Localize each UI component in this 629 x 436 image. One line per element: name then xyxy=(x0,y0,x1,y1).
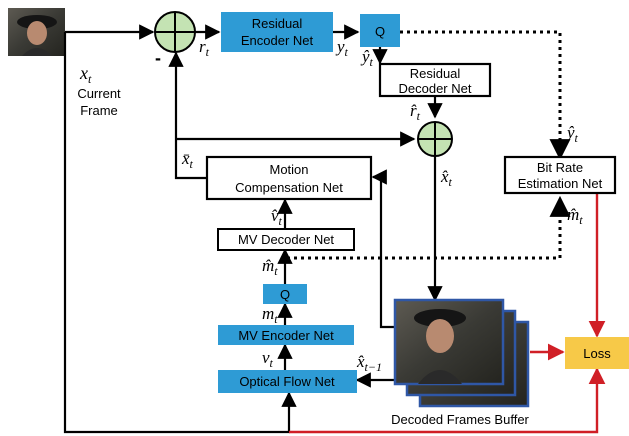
optical-flow-label: Optical Flow Net xyxy=(239,374,335,389)
residual-decoder-line1: Residual xyxy=(410,66,461,81)
loss-lines xyxy=(289,193,606,434)
current-frame-line1: Current xyxy=(77,86,121,101)
quantizer-top-label: Q xyxy=(375,24,385,39)
mv-decoder-block: MV Decoder Net xyxy=(217,228,355,251)
loss-label: Loss xyxy=(583,346,611,361)
line-xt-to-opticalflow xyxy=(63,32,297,434)
residual-decoder-line2: Decoder Net xyxy=(399,81,472,96)
label-r-hat-t: r̂t xyxy=(410,101,421,123)
residual-encoder-line2: Encoder Net xyxy=(241,33,314,48)
math-labels: xt Current Frame rt - yt ŷt r̂t x̄t x̂t … xyxy=(77,37,583,374)
mv-decoder-label: MV Decoder Net xyxy=(238,232,334,247)
label-v-hat-t: v̂t xyxy=(271,206,283,228)
label-x-hat-t: x̂t xyxy=(440,167,453,189)
label-v-t: vt xyxy=(262,348,274,370)
decoded-frames-buffer: Decoded Frames Buffer xyxy=(391,298,530,427)
line-xbar-to-plus1 xyxy=(168,51,207,180)
loss-block: Loss xyxy=(565,337,629,369)
line-buffer-to-motioncomp xyxy=(371,169,395,329)
bit-rate-estimation-block: Bit Rate Estimation Net xyxy=(503,155,617,195)
label-m-t: mt xyxy=(262,304,278,326)
residual-decoder-block: Residual Decoder Net xyxy=(378,62,492,98)
motion-compensation-block: Motion Compensation Net xyxy=(205,155,373,201)
motion-compensation-line2: Compensation Net xyxy=(235,180,343,195)
current-frame-line2: Frame xyxy=(80,103,118,118)
residual-encoder-block: Residual Encoder Net xyxy=(221,12,333,52)
signal-lines xyxy=(63,24,443,434)
mv-encoder-label: MV Encoder Net xyxy=(238,328,334,343)
decoded-frame-figure xyxy=(414,309,466,384)
plus-node-1 xyxy=(154,11,196,53)
label-x-t: xt xyxy=(79,63,92,86)
label-m-hat-t: m̂t xyxy=(262,256,278,278)
label-r-t: rt xyxy=(199,37,210,59)
plus-node-2 xyxy=(417,121,453,157)
label-m-hat-rate: m̂t xyxy=(567,205,583,227)
minus-sign: - xyxy=(155,48,161,68)
label-y-hat-t: ŷt xyxy=(360,47,374,69)
dotted-mhat-to-bitrate xyxy=(287,195,571,260)
optical-flow-block: Optical Flow Net xyxy=(218,370,357,393)
rate-lines xyxy=(287,30,571,260)
mv-encoder-block: MV Encoder Net xyxy=(218,325,354,345)
bit-rate-line1: Bit Rate xyxy=(537,160,583,175)
label-x-hat-prev: x̂t−1 xyxy=(356,352,382,374)
motion-compensation-line1: Motion xyxy=(269,162,308,177)
quantizer-mv-block: Q xyxy=(263,284,307,304)
current-frame-image xyxy=(8,8,65,56)
residual-encoder-line1: Residual xyxy=(252,16,303,31)
red-xt-to-loss xyxy=(289,367,606,434)
quantizer-top-block: Q xyxy=(360,14,400,47)
label-y-hat-rate: ŷt xyxy=(565,123,579,145)
bit-rate-line2: Estimation Net xyxy=(518,176,603,191)
label-y-t: yt xyxy=(335,37,349,59)
quantizer-mv-label: Q xyxy=(280,287,290,302)
decoded-frames-buffer-label: Decoded Frames Buffer xyxy=(391,412,529,427)
label-x-bar-t: x̄t xyxy=(181,149,194,171)
